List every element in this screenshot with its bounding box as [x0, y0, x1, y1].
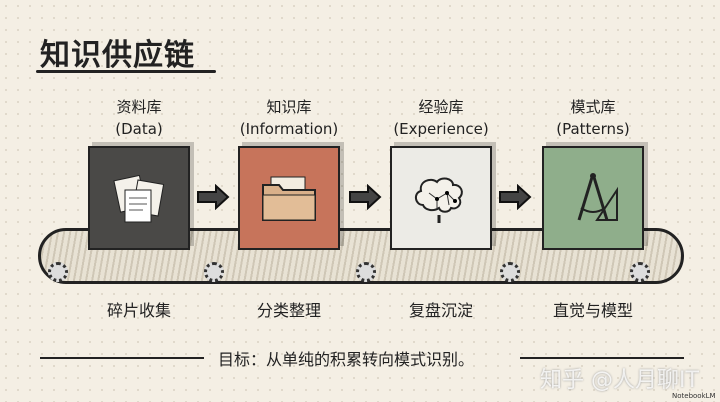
arrow-right-icon	[349, 184, 382, 210]
stage-box-data	[88, 146, 190, 250]
goal-text: 目标：从单纯的积累转向模式识别。	[218, 350, 475, 369]
arrow-right-icon	[499, 184, 532, 210]
stage-label-data: 资料库 (Data)	[69, 96, 209, 140]
gear-icon	[630, 262, 650, 282]
folder-icon	[262, 176, 316, 221]
arrow-right-icon	[197, 184, 230, 210]
stage-caption: 直觉与模型	[552, 301, 633, 320]
page-title: 知识供应链	[40, 38, 195, 73]
title-underline	[36, 70, 216, 73]
gear-icon	[48, 262, 68, 282]
stage-label-patterns: 模式库 (Patterns)	[523, 96, 663, 140]
stage-box-patterns	[542, 146, 644, 250]
divider-right	[520, 357, 684, 359]
stage-label-experience: 经验库 (Experience)	[371, 96, 511, 140]
documents-icon	[113, 174, 165, 223]
stage-caption: 分类整理	[256, 301, 321, 320]
brain-icon	[415, 177, 463, 223]
stage-en: (Data)	[115, 120, 163, 138]
notebooklm-badge: NotebookLM	[672, 392, 716, 400]
divider-left	[40, 357, 204, 359]
stage-name: 经验库	[418, 98, 464, 116]
stage-name: 模式库	[570, 98, 616, 116]
stage-box-information	[238, 146, 340, 250]
stage-label-information: 知识库 (Information)	[219, 96, 359, 140]
gear-icon	[356, 262, 376, 282]
stage-box-experience	[390, 146, 492, 250]
gear-icon	[500, 262, 520, 282]
gear-icon	[204, 262, 224, 282]
stage-en: (Experience)	[393, 120, 489, 138]
stage-caption: 复盘沉淀	[408, 301, 473, 320]
stage-name: 知识库	[266, 98, 312, 116]
compass-ruler-icon	[577, 173, 618, 221]
watermark: 知乎 @人月聊IT	[540, 368, 699, 393]
stage-name: 资料库	[116, 98, 162, 116]
stage-en: (Information)	[239, 120, 339, 138]
stage-caption: 碎片收集	[106, 301, 171, 320]
stage-en: (Patterns)	[556, 120, 630, 138]
